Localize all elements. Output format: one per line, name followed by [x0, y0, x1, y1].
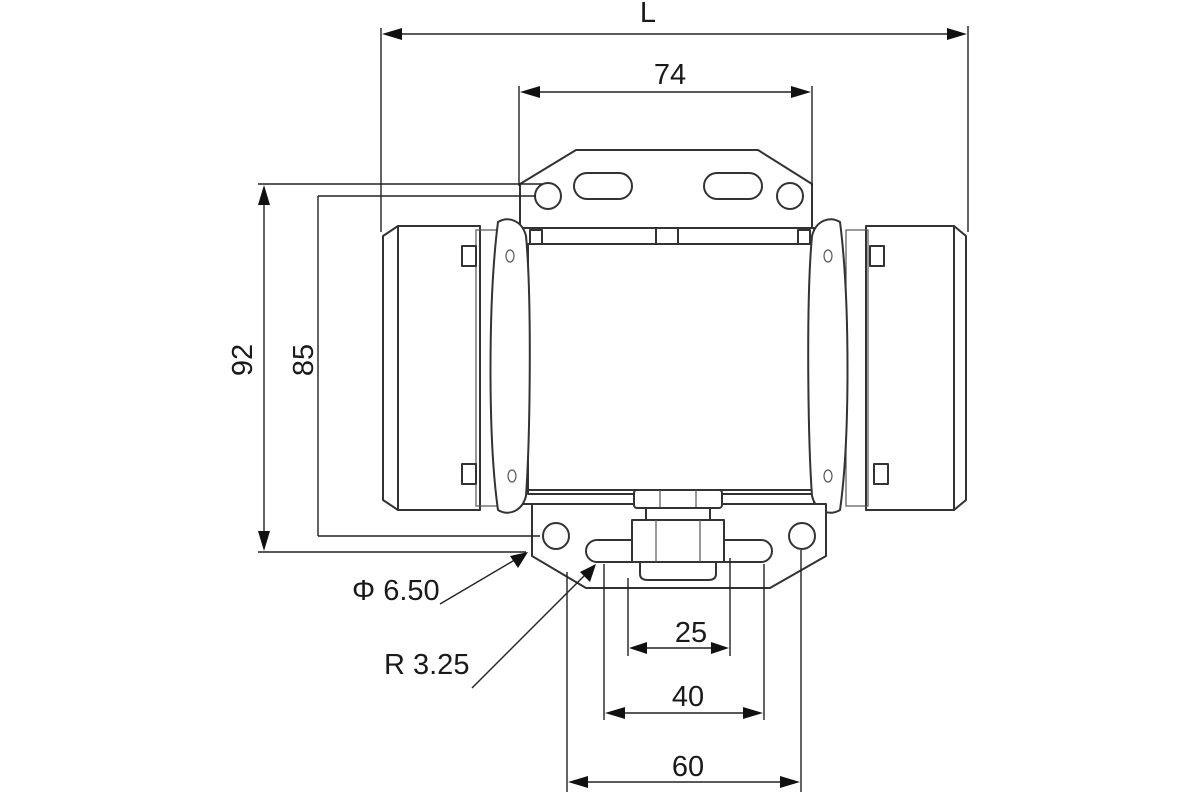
dimension-85 — [317, 195, 540, 537]
dimension-25 — [627, 558, 731, 656]
dimension-60 — [566, 550, 802, 792]
dimension-60-label: 60 — [672, 751, 704, 783]
top-left-slot — [573, 172, 633, 200]
dimension-L — [380, 26, 969, 232]
right-side-bracket — [807, 218, 849, 514]
dimension-85-label: 85 — [288, 344, 320, 376]
dimension-92 — [258, 183, 542, 553]
dimension-74-label: 74 — [654, 59, 686, 91]
dimension-40 — [603, 564, 765, 720]
dimension-74 — [518, 86, 813, 186]
left-side-bracket — [489, 218, 531, 514]
dimension-92-label: 92 — [227, 344, 259, 376]
top-mounting-plate — [519, 149, 813, 229]
leader-slot-radius — [471, 564, 596, 689]
motor-body — [382, 225, 967, 511]
top-right-hole — [776, 182, 804, 210]
leader-hole-diameter — [439, 552, 528, 605]
slot-radius-label: R 3.25 — [384, 649, 469, 681]
hole-diameter-label: Φ 6.50 — [352, 575, 440, 607]
dimension-25-label: 25 — [675, 617, 707, 649]
bottom-left-hole — [542, 522, 570, 550]
cable-gland — [631, 489, 725, 581]
dimension-L-label: L — [640, 0, 656, 29]
top-right-slot — [703, 172, 763, 200]
dimension-40-label: 40 — [672, 681, 704, 713]
bottom-right-hole — [788, 522, 816, 550]
